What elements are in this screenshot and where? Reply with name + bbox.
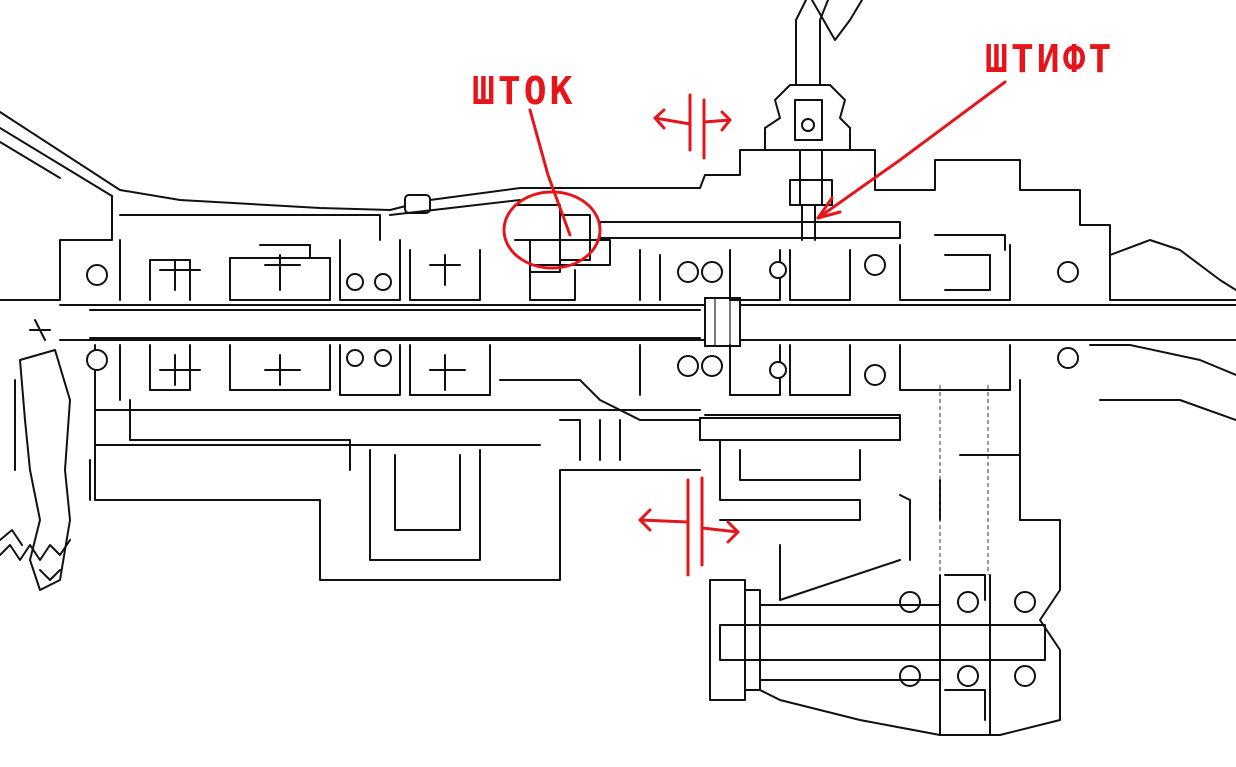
output-gear-block (719, 385, 1046, 736)
red-annotations: ШТОК ШТИФТ (472, 37, 1114, 577)
clutch-fork (0, 319, 71, 591)
pin-label: ШТИФТ (985, 37, 1114, 81)
rod-pointer-line (528, 108, 572, 237)
shift-mechanism (389, 0, 901, 273)
rod-highlight-circle (502, 190, 602, 270)
housing-outline (0, 111, 1236, 736)
lower-gear-set (119, 344, 1011, 561)
pin-pointer-arrow (816, 80, 1007, 220)
pin-arrowhead (816, 196, 842, 220)
main-shaft (59, 297, 1236, 446)
upper-gear-set (119, 214, 1011, 301)
lower-movement-indicator (638, 476, 740, 577)
upper-movement-indicator (653, 93, 732, 160)
rod-label: ШТОК (472, 69, 576, 113)
bearings (86, 254, 1079, 687)
